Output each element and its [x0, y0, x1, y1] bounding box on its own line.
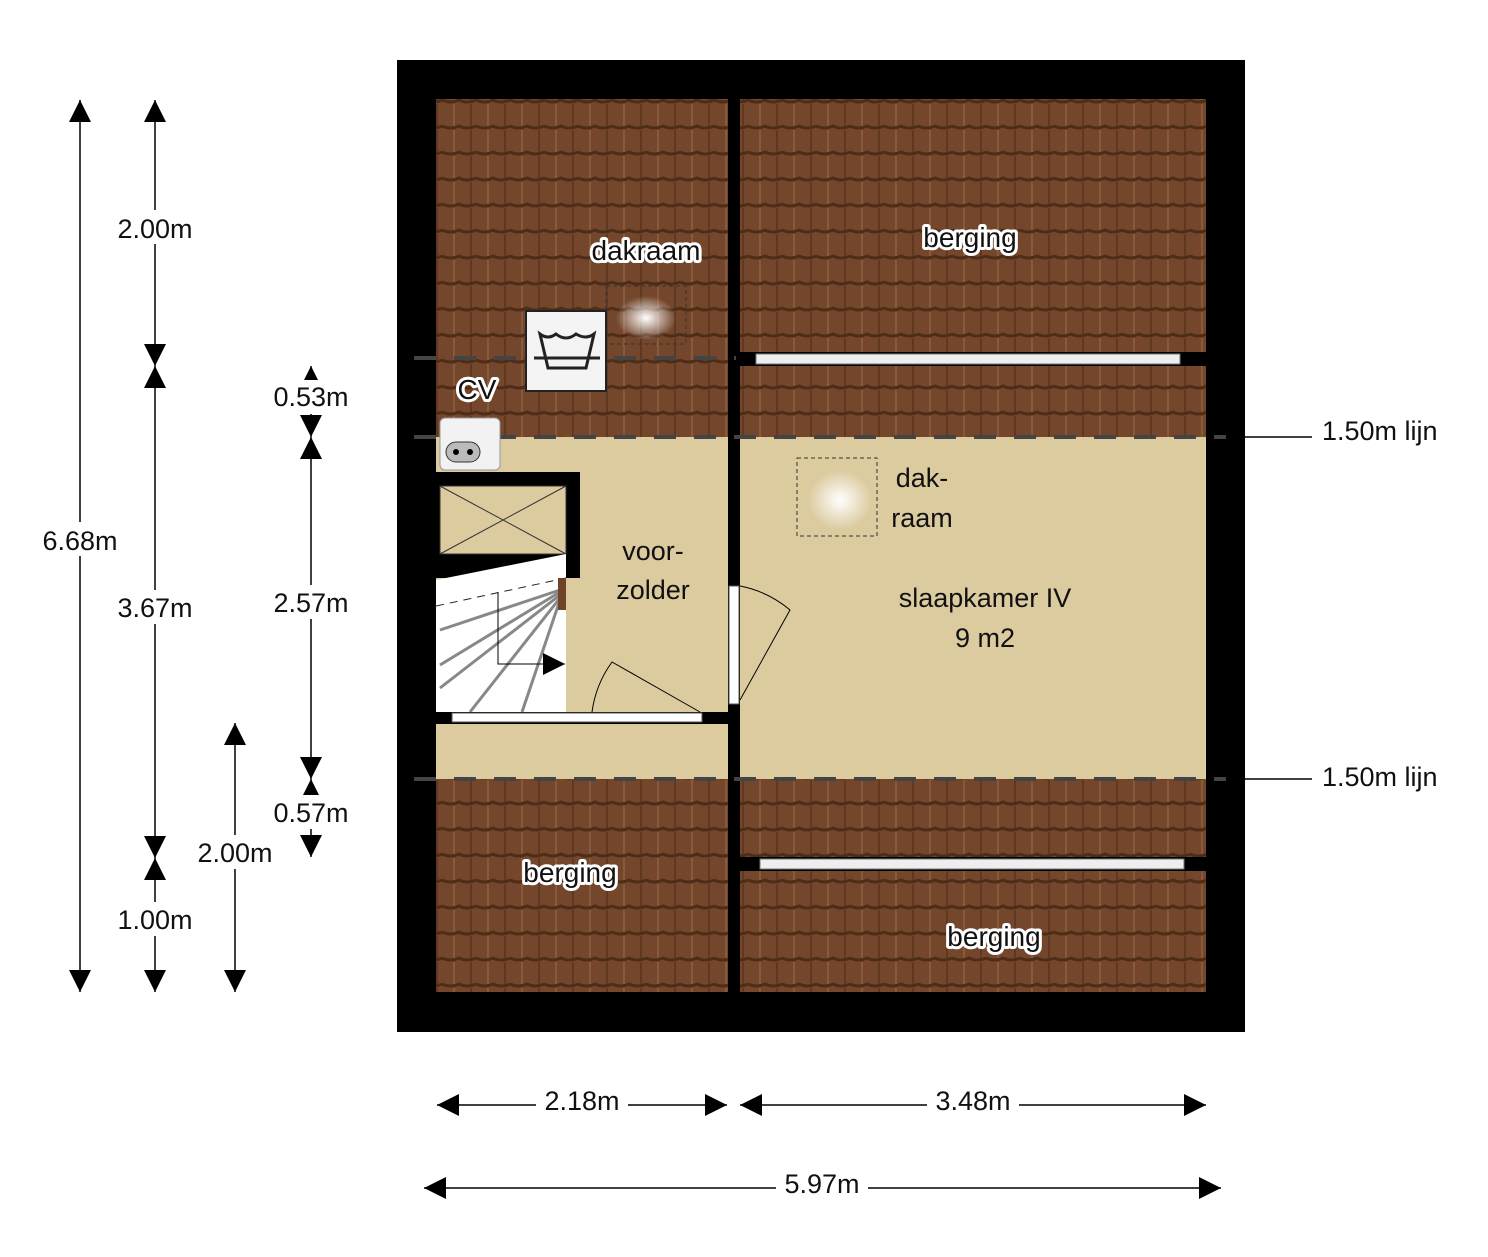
label-slaapkamer-area: 9 m2	[955, 623, 1015, 653]
dim-lower-2m: 2.00m	[197, 838, 272, 868]
washing-machine-icon	[525, 310, 607, 392]
door-swing[interactable]	[591, 661, 701, 713]
label-slaapkamer: slaapkamer IV	[899, 583, 1072, 613]
window-sill	[451, 712, 703, 723]
dim-0-53: 0.53m	[273, 382, 348, 412]
door-swing-bedroom[interactable]	[739, 585, 791, 701]
dim-width-right: 3.48m	[935, 1086, 1010, 1116]
line-label-top: 1.50m lijn	[1322, 416, 1438, 446]
partition-wall	[728, 99, 740, 992]
dim-1m: 1.00m	[117, 905, 192, 935]
stair-steps	[439, 588, 562, 713]
dim-total-height: 6.68m	[42, 526, 117, 556]
sliding-doors-top	[755, 353, 1181, 365]
dim-top-2m: 2.00m	[117, 214, 192, 244]
dim-2-57: 2.57m	[273, 588, 348, 618]
wash-symbol	[537, 330, 597, 370]
label-voorzolder-line1: voor-	[622, 536, 684, 566]
door-frame	[728, 585, 740, 705]
dim-0-57: 0.57m	[273, 798, 348, 828]
skylight-glow	[808, 470, 872, 530]
staircase	[436, 554, 566, 712]
boiler-port	[445, 441, 481, 463]
dim-total-width: 5.97m	[784, 1169, 859, 1199]
dim-3-67: 3.67m	[117, 593, 192, 623]
skylight-glow	[616, 296, 676, 340]
stair-post	[558, 578, 566, 610]
label-berging-top: berging	[923, 222, 1016, 253]
line-label-bottom: 1.50m lijn	[1322, 762, 1438, 792]
label-voorzolder-line2: zolder	[616, 575, 690, 605]
skylight-bedroom	[796, 457, 878, 537]
sliding-doors-bottom	[759, 858, 1185, 870]
label-dakraam-line1: dak-	[896, 463, 949, 493]
label-berging-bottom-right: berging	[947, 921, 1040, 952]
label-berging-bottom-left: berging	[523, 857, 616, 888]
dim-width-left: 2.18m	[544, 1086, 619, 1116]
void-cross	[439, 485, 567, 555]
label-cv: CV	[458, 374, 497, 405]
label-dakraam-line2: raam	[891, 503, 953, 533]
stair-arrow	[497, 592, 565, 675]
label-dakraam: dakraam	[592, 235, 701, 266]
